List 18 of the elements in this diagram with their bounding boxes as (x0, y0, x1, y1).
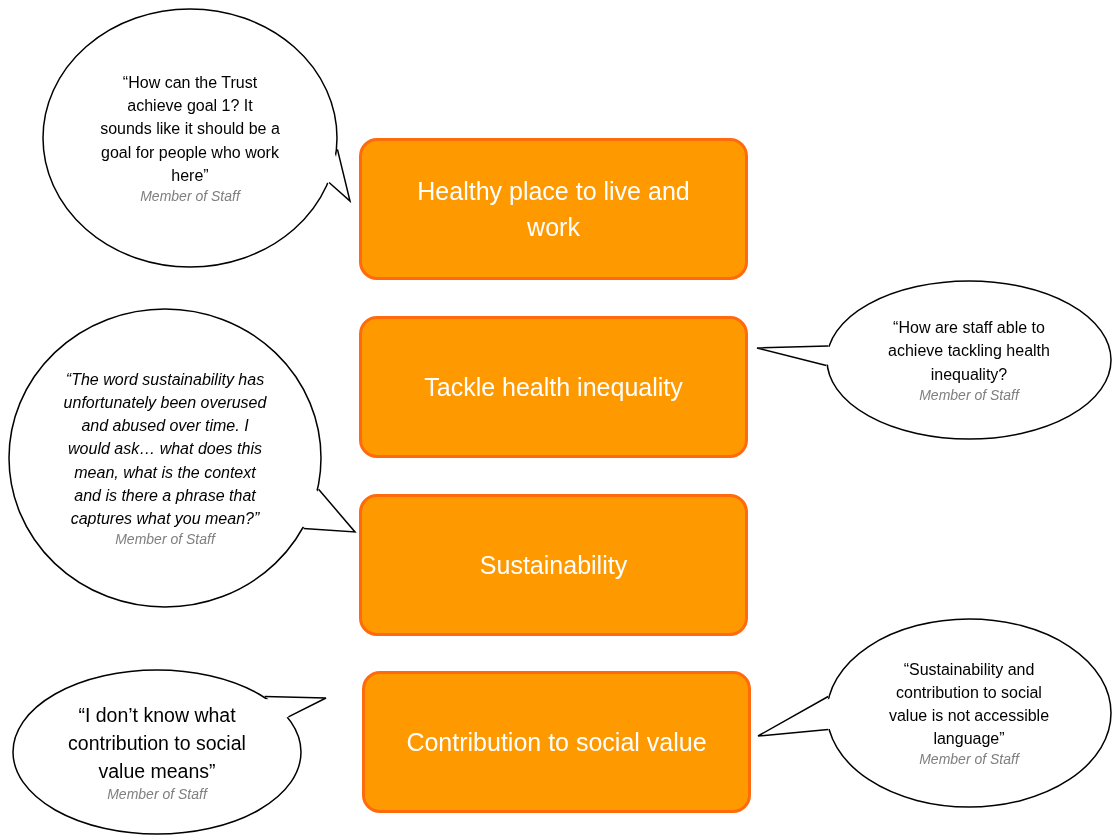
attribution-text: Member of Staff (107, 785, 207, 804)
quote-text: “I don’t know what contribution to social value means” (67, 702, 247, 785)
attribution-text: Member of Staff (919, 385, 1019, 404)
goal-text: Tackle health inequality (424, 372, 683, 403)
goal-box (359, 138, 748, 280)
quote-text: “Sustainability and contribution to social value is not accessible language” (887, 659, 1051, 750)
attribution-text: Member of Staff (919, 750, 1019, 769)
goal-text: Contribution to social value (406, 727, 707, 758)
goal-text: Sustainability (479, 550, 628, 581)
goal-text: Healthy place to live and work (416, 176, 691, 243)
goal-box (359, 494, 748, 636)
attribution-text: Member of Staff (140, 187, 240, 205)
attribution-text: Member of Staff (115, 530, 215, 549)
quote-text: “How can the Trust achieve goal 1? It sounds like it should be a goal for people who work here” (100, 73, 280, 186)
goal-box (359, 316, 748, 458)
quote-text: “How are staff able to achieve tackling health inequality? (887, 318, 1051, 385)
quote-text: “The word sustainability has unfortunately been overused and abused over time. I would ask… what does this mean, what is the context and is there a phrase that captures what you mean?” (62, 369, 268, 529)
goal-box (362, 671, 751, 813)
